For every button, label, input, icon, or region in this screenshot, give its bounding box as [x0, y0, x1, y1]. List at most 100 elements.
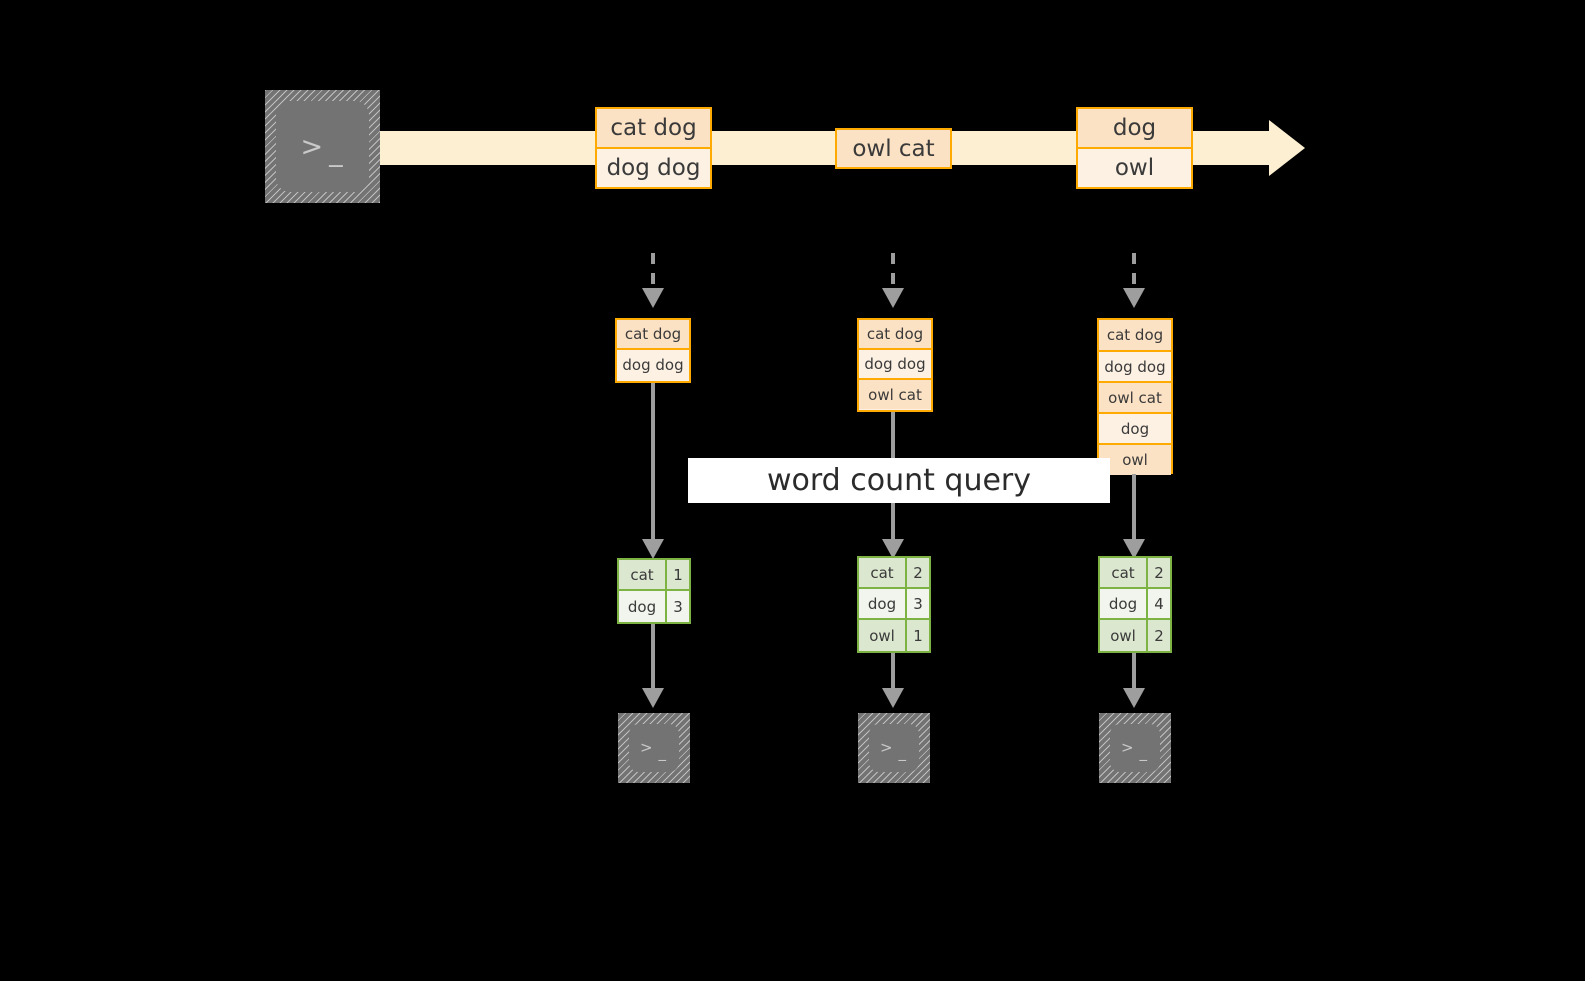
query-label: word count query — [766, 463, 1032, 498]
query-arrowhead — [882, 539, 904, 559]
terminal-underscore-icon: _ — [898, 743, 909, 762]
input-row: cat dog — [859, 320, 931, 350]
result-value: 3 — [913, 594, 923, 613]
terminal-body: >_ — [276, 101, 369, 192]
timeline-record[interactable]: owl cat — [835, 128, 952, 169]
result-value: 1 — [913, 626, 923, 645]
result-row: cat 2 — [1100, 558, 1170, 589]
input-row: dog — [1099, 414, 1171, 445]
input-row-text: dog dog — [864, 355, 926, 373]
result-table[interactable]: cat 2 dog 3 owl 1 — [857, 556, 931, 653]
result-key: owl — [859, 620, 907, 651]
input-table[interactable]: cat dog dog dog owl cat dog owl — [1097, 318, 1173, 475]
result-to-sink-connector — [651, 624, 655, 692]
input-row: dog dog — [1099, 352, 1171, 383]
query-banner: word count query — [688, 458, 1110, 503]
input-row-text: dog dog — [1104, 357, 1166, 376]
input-row: dog dog — [617, 350, 689, 380]
result-row: dog 3 — [619, 591, 689, 622]
result-key: cat — [859, 558, 907, 587]
input-table[interactable]: cat dog dog dog owl cat — [857, 318, 933, 412]
sink-terminal-icon[interactable]: >_ — [858, 713, 930, 783]
result-value: 3 — [673, 597, 683, 616]
result-row: dog 4 — [1100, 589, 1170, 620]
terminal-chevron-icon: > — [300, 131, 326, 162]
timeline-record[interactable]: owl — [1076, 147, 1193, 189]
input-row-text: cat dog — [1106, 326, 1164, 344]
terminal-underscore-icon: _ — [329, 136, 345, 167]
record-text: dog dog — [606, 155, 701, 181]
sink-terminal-icon[interactable]: >_ — [1099, 713, 1171, 783]
source-terminal-icon[interactable]: >_ — [265, 90, 380, 203]
terminal-chevron-icon: > — [639, 738, 655, 757]
result-to-sink-arrowhead — [882, 688, 904, 708]
input-row-text: dog dog — [622, 356, 684, 374]
result-table[interactable]: cat 2 dog 4 owl 2 — [1098, 556, 1172, 653]
query-arrowhead — [642, 539, 664, 559]
result-row: cat 1 — [619, 560, 689, 591]
terminal-prompt: >_ — [1110, 738, 1160, 760]
input-row: owl cat — [859, 380, 931, 409]
input-row: dog dog — [859, 350, 931, 380]
timeline-record[interactable]: dog dog — [595, 147, 712, 189]
result-key: dog — [619, 591, 667, 622]
query-connector — [1132, 474, 1136, 551]
sink-terminal-icon[interactable]: >_ — [618, 713, 690, 783]
input-row: cat dog — [617, 320, 689, 350]
result-row: owl 1 — [859, 620, 929, 651]
result-row: owl 2 — [1100, 620, 1170, 651]
query-arrowhead — [1123, 539, 1145, 559]
input-row-text: owl cat — [868, 385, 922, 404]
terminal-body: >_ — [629, 724, 679, 772]
result-row: dog 3 — [859, 589, 929, 620]
result-table[interactable]: cat 1 dog 3 — [617, 558, 691, 624]
terminal-prompt: >_ — [276, 131, 369, 165]
timeline-to-input-connector — [891, 253, 895, 293]
input-row: cat dog — [1099, 320, 1171, 352]
input-row: owl cat — [1099, 383, 1171, 414]
result-row: cat 2 — [859, 558, 929, 589]
record-text: dog — [1112, 115, 1157, 141]
input-row-text: dog — [1120, 419, 1150, 438]
result-key: dog — [859, 589, 907, 618]
result-to-sink-arrowhead — [642, 688, 664, 708]
result-key: owl — [1100, 620, 1148, 651]
terminal-underscore-icon: _ — [658, 743, 669, 762]
timeline-to-input-arrowhead — [1123, 288, 1145, 308]
timeline-to-input-connector — [1132, 253, 1136, 293]
record-text: owl cat — [852, 135, 935, 162]
timeline-arrowhead — [1269, 120, 1305, 176]
input-row-text: cat dog — [624, 325, 682, 343]
input-row-text: owl — [1122, 451, 1148, 469]
record-text: owl — [1114, 155, 1155, 181]
terminal-chevron-icon: > — [879, 738, 895, 757]
terminal-body: >_ — [1110, 724, 1160, 772]
query-connector — [651, 383, 655, 551]
result-to-sink-arrowhead — [1123, 688, 1145, 708]
terminal-underscore-icon: _ — [1139, 743, 1150, 762]
timeline-record[interactable]: cat dog — [595, 107, 712, 149]
input-table[interactable]: cat dog dog dog — [615, 318, 691, 383]
record-text: cat dog — [610, 115, 697, 141]
terminal-prompt: >_ — [869, 738, 919, 760]
result-key: cat — [1100, 558, 1148, 587]
result-value: 1 — [673, 565, 683, 584]
result-to-sink-connector — [891, 653, 895, 692]
input-row-text: owl cat — [1108, 388, 1162, 407]
result-value: 2 — [1154, 626, 1164, 645]
result-to-sink-connector — [1132, 653, 1136, 692]
timeline-to-input-arrowhead — [882, 288, 904, 308]
result-value: 2 — [913, 563, 923, 582]
result-key: dog — [1100, 589, 1148, 618]
terminal-chevron-icon: > — [1120, 738, 1136, 757]
terminal-body: >_ — [869, 724, 919, 772]
result-key: cat — [619, 560, 667, 589]
input-row-text: cat dog — [866, 325, 924, 343]
timeline-to-input-arrowhead — [642, 288, 664, 308]
timeline-to-input-connector — [651, 253, 655, 293]
terminal-prompt: >_ — [629, 738, 679, 760]
timeline-record[interactable]: dog — [1076, 107, 1193, 149]
result-value: 2 — [1154, 563, 1164, 582]
result-value: 4 — [1154, 594, 1164, 613]
